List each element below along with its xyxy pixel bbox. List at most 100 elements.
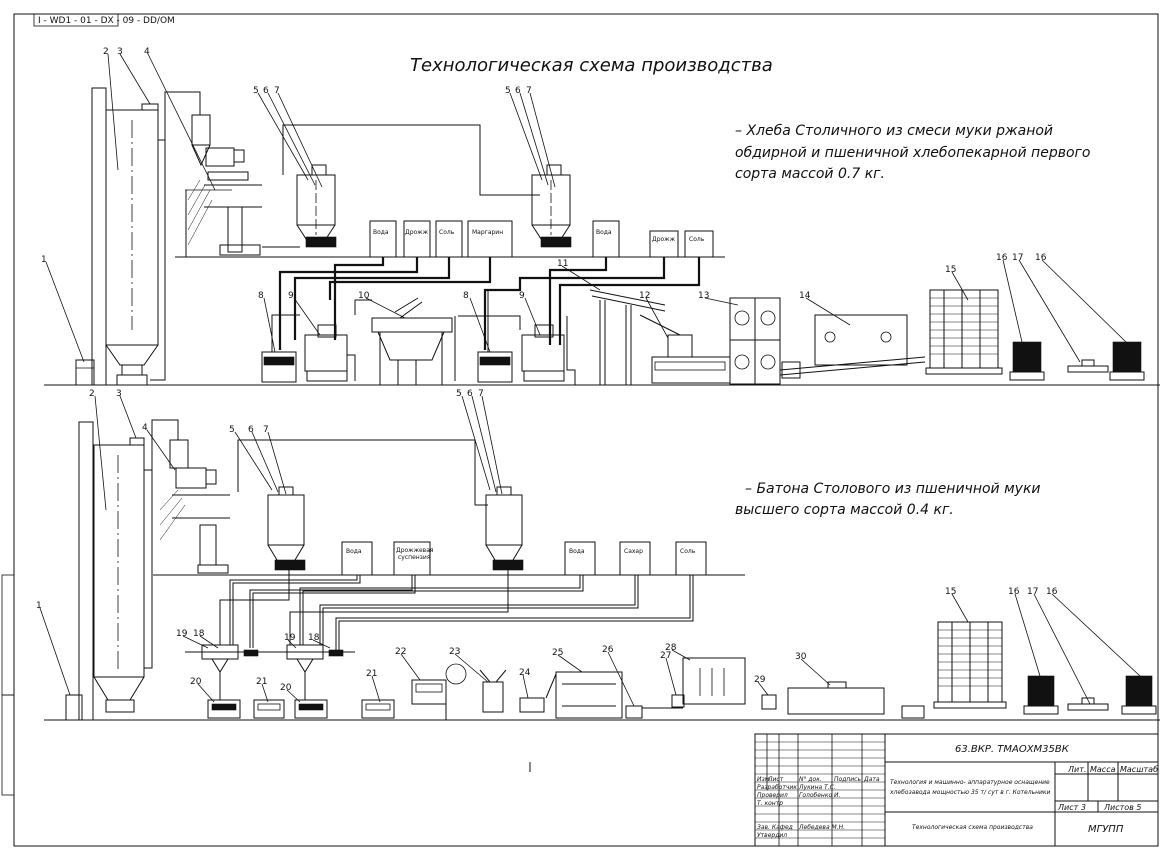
label-19b-bottom: 19 [284, 633, 296, 643]
label-7a-top: 7 [274, 86, 280, 96]
callouts-top: 2 3 4 5 6 7 5 6 7 1 8 9 10 8 9 11 12 13 … [41, 47, 1127, 363]
label-6b-bottom: 6 [467, 389, 473, 399]
role-2: Т. контр [757, 800, 783, 807]
sheets-total: Листов 5 [1103, 803, 1142, 812]
document-code: 63.ВКР. ТМАОХМ35ВК [955, 744, 1070, 755]
dispenser-group-3 [267, 494, 305, 546]
label-9b-top: 9 [519, 291, 525, 301]
tank-water-3: Вода [346, 548, 362, 555]
bread-container-3 [1027, 675, 1055, 707]
bread-container-1 [1012, 341, 1042, 373]
dough-kneader-2 [477, 351, 513, 383]
stage-scale: Масштаб [1120, 765, 1158, 774]
label-8a-top: 8 [258, 291, 264, 301]
label-1-top: 1 [41, 255, 47, 265]
tank-yeast-2: Дрожж [652, 236, 676, 243]
label-21a-bottom: 21 [256, 677, 267, 687]
label-5b-bottom: 5 [456, 389, 462, 399]
label-6a-top: 6 [263, 86, 269, 96]
dough-divider-bottom [482, 681, 504, 713]
note1-line1: – Хлеба Столичного из смеси муки ржаной [735, 123, 1053, 139]
role-4: Зав. Кафед [757, 824, 793, 831]
label-9a-top: 9 [288, 291, 294, 301]
note2-line1: – Батона Столового из пшеничной муки [745, 481, 1041, 497]
label-12-top: 12 [639, 291, 650, 301]
dough-divider-top [667, 334, 693, 358]
label-16b-top: 16 [1035, 253, 1047, 263]
top-production-line: Вода Дрожж Соль Маргарин Вода Дрожж Соль [44, 87, 1160, 386]
bottom-production-line: Вода Дрожжевая суспензия Вода Сахар Соль [44, 419, 1160, 772]
tank-salt-1: Соль [439, 229, 455, 236]
label-30-bottom: 30 [795, 652, 807, 662]
dough-rounder [519, 697, 545, 713]
drawing-name: Технологическая схема производства [912, 824, 1033, 831]
role-0: Разработчик [757, 784, 797, 791]
label-5a-top: 5 [253, 86, 259, 96]
stage-lit: Лит. [1067, 765, 1086, 774]
kneading-bowl-3 [294, 699, 328, 719]
sheet-frame [13, 13, 1159, 847]
col-izm: Изм. [757, 776, 771, 783]
tank-water-4: Вода [569, 548, 585, 555]
baking-oven-top [814, 314, 908, 366]
bread-container-2 [1112, 341, 1142, 373]
tank-water-1: Вода [373, 229, 389, 236]
label-10-top: 10 [358, 291, 370, 301]
label-27-bottom: 27 [660, 651, 671, 661]
loaf-cutter [761, 694, 777, 710]
dough-feeder-1 [201, 644, 239, 660]
dough-moulder [625, 705, 643, 719]
bread-container-4 [1125, 675, 1153, 707]
dispenser-group-4 [485, 494, 523, 546]
sheet-number: Лист 3 [1057, 803, 1086, 812]
label-1-bottom: 1 [36, 601, 42, 611]
rack-cooling-top [929, 289, 999, 369]
label-18b-bottom: 18 [308, 633, 320, 643]
note1-line2: обдирной и пшеничной хлебопекарной перво… [735, 145, 1090, 161]
note1-line3: сорта массой 0.7 кг. [735, 166, 885, 182]
label-6b-top: 6 [515, 86, 521, 96]
preliminary-proofer [555, 671, 623, 719]
kneading-bowl-1 [207, 699, 241, 719]
label-15-bottom: 15 [945, 587, 956, 597]
label-25-bottom: 25 [552, 648, 563, 658]
description-line2: хлебозавода мощностью 35 т/ сут в г. Кот… [889, 789, 1051, 796]
label-2-bottom: 2 [89, 389, 95, 399]
label-3-bottom: 3 [116, 389, 122, 399]
left-margin-box-1 [1, 574, 15, 696]
label-26-bottom: 26 [602, 645, 614, 655]
dough-feeder-2 [286, 644, 324, 660]
label-7b-top: 7 [526, 86, 532, 96]
silo-top [105, 109, 159, 346]
tank-yeast-1: Дрожж [405, 229, 429, 236]
tank-margarine: Маргарин [472, 229, 503, 236]
label-16b-bottom: 16 [1046, 587, 1058, 597]
stamp-box [33, 13, 119, 27]
pneumo-line-top [91, 87, 107, 386]
description-line1: Технология и машинно- аппаратурное оснащ… [890, 779, 1050, 786]
kneading-bowl-4 [361, 699, 395, 719]
dough-kneader-1 [261, 351, 297, 383]
label-5a-bottom: 5 [229, 425, 235, 435]
label-28-bottom: 28 [665, 643, 677, 653]
label-4-bottom: 4 [142, 423, 148, 433]
role-5: Утвердил [757, 832, 787, 839]
tank-water-2: Вода [596, 229, 612, 236]
label-13-top: 13 [698, 291, 709, 301]
label-4-top: 4 [144, 47, 150, 57]
note2-line2: высшего сорта массой 0.4 кг. [735, 502, 954, 518]
label-16a-top: 16 [996, 253, 1008, 263]
label-20a-bottom: 20 [190, 677, 202, 687]
separator-top [191, 114, 211, 146]
baking-oven-bottom [787, 687, 885, 715]
label-20b-bottom: 20 [280, 683, 292, 693]
label-2-top: 2 [103, 47, 109, 57]
col-signature: Подпись [834, 776, 861, 783]
silo-bottom [93, 444, 145, 678]
kneading-bowl-2 [253, 699, 285, 719]
cart-bottom [1067, 703, 1109, 711]
label-22-bottom: 22 [395, 647, 406, 657]
name-1: Голобенко И. [799, 792, 841, 799]
fermentation-trough [371, 317, 453, 333]
label-29-bottom: 29 [754, 675, 766, 685]
